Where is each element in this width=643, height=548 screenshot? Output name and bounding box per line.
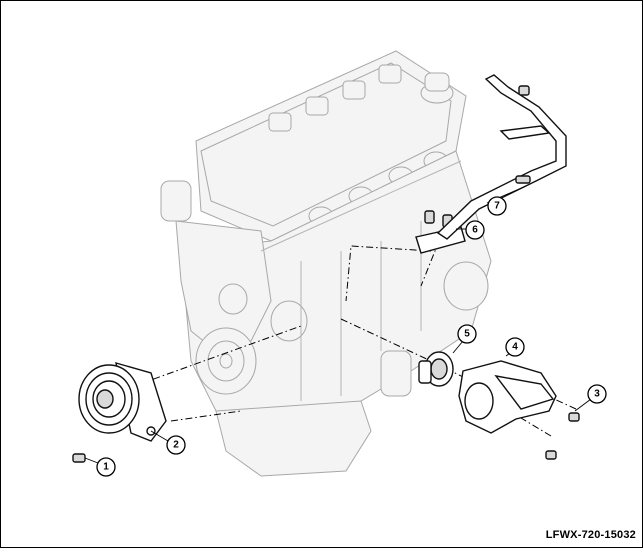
- svg-text:1: 1: [103, 462, 109, 473]
- svg-text:7: 7: [494, 201, 500, 212]
- figure-code: LFWX-720-15032: [545, 529, 636, 541]
- callout-2: 2: [166, 435, 186, 455]
- svg-text:2: 2: [173, 440, 179, 451]
- svg-text:4: 4: [512, 342, 518, 353]
- water-pump-pulley: [78, 362, 167, 442]
- callout-6: 6: [465, 220, 485, 240]
- callout-4: 4: [505, 337, 525, 357]
- bolt-1: [72, 453, 99, 464]
- callout-5: 5: [457, 324, 477, 344]
- svg-text:3: 3: [594, 389, 600, 400]
- svg-text:5: 5: [464, 329, 470, 340]
- callout-3: 3: [587, 384, 607, 404]
- water-outlet-housing: [458, 360, 557, 434]
- callout-1: 1: [96, 457, 116, 477]
- engine-ghost: [160, 50, 492, 477]
- thermostat: [418, 351, 454, 387]
- bolt-4-lower: [545, 450, 557, 460]
- bolt-3: [568, 412, 580, 422]
- svg-text:6: 6: [472, 225, 478, 236]
- callout-7: 7: [487, 196, 507, 216]
